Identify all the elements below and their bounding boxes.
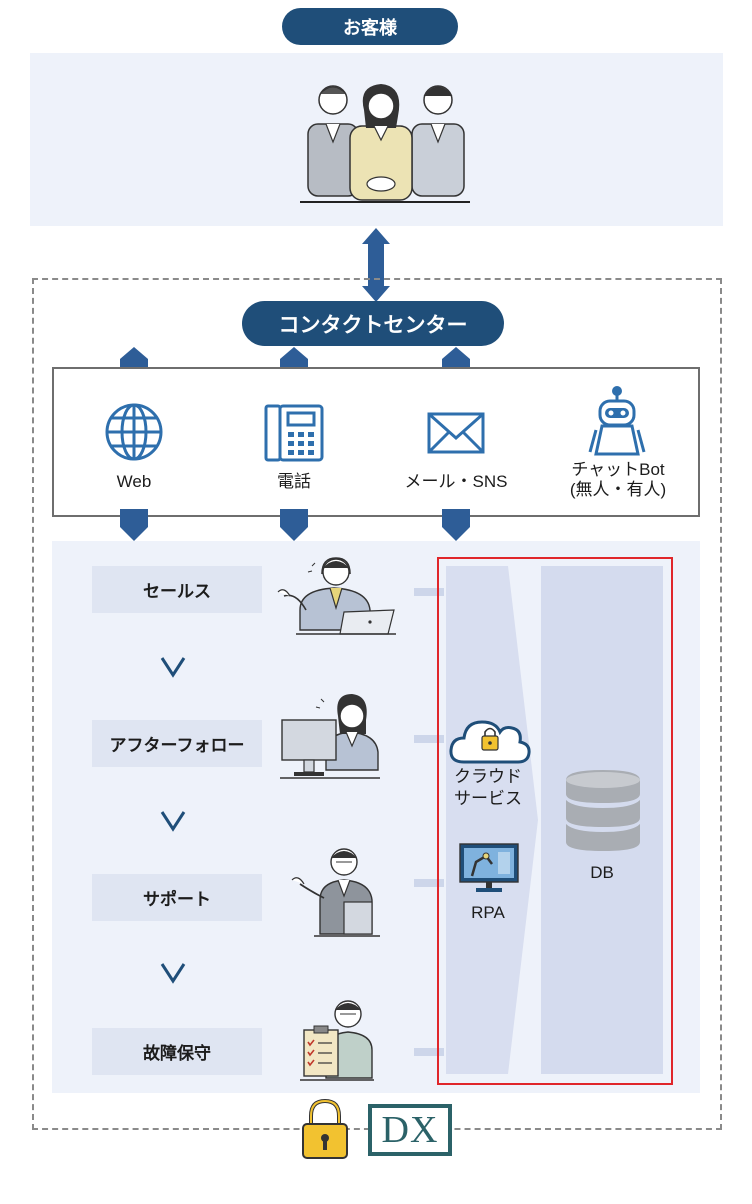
customers-illustration	[300, 84, 470, 203]
robot-icon	[588, 386, 646, 456]
customer-pill: お客様	[282, 8, 458, 45]
db-label: DB	[590, 863, 614, 882]
step-after-follow: アフターフォロー	[92, 720, 262, 767]
channel-label-phone: 電話	[277, 472, 311, 491]
cloud-service-label: クラウド サービス	[440, 766, 536, 810]
customer-label: お客様	[343, 17, 397, 38]
step-support-label: サポート	[143, 890, 211, 909]
phone-down-arrow	[280, 509, 308, 541]
rpa-label: RPA	[471, 903, 505, 922]
mail-down-arrow	[442, 509, 470, 541]
support-staff-icon	[291, 848, 380, 937]
mail-icon	[427, 412, 485, 454]
padlock-icon	[302, 1098, 348, 1159]
step-maintenance-label: 故障保守	[143, 1044, 211, 1063]
web-down-arrow	[120, 509, 148, 541]
channel-label-mail-sns: メール・SNS	[404, 472, 508, 491]
contact-center-label: コンタクトセンター	[278, 313, 468, 337]
globe-icon	[105, 403, 163, 461]
chatbot-label-line1: チャットBot	[571, 460, 665, 479]
operator-desktop-icon	[280, 694, 380, 779]
dx-label: DX	[381, 1109, 439, 1151]
connector-support	[414, 879, 444, 887]
channel-label-chatbot: チャットBot (無人・有人)	[548, 460, 688, 500]
step-maintenance: 故障保守	[92, 1028, 262, 1075]
services-column	[446, 566, 538, 1074]
database-icon	[566, 770, 640, 851]
chevron-down-icon	[160, 811, 186, 832]
cloud-label-line2: サービス	[454, 789, 522, 808]
cloud-label-line1: クラウド	[454, 767, 522, 786]
step-sales-label: セールス	[143, 582, 211, 601]
channel-label-web: Web	[116, 472, 152, 491]
step-support: サポート	[92, 874, 262, 921]
dx-badge: DX	[368, 1104, 452, 1156]
rpa-monitor-icon	[459, 843, 519, 892]
chevron-down-icon	[160, 963, 186, 984]
step-after-follow-label: アフターフォロー	[109, 736, 245, 755]
chevron-down-icon	[160, 657, 186, 678]
it-systems-frame	[437, 557, 673, 1085]
maintenance-staff-icon	[300, 1000, 374, 1081]
customer-connection-arrow	[362, 228, 390, 302]
operator-laptop-icon	[277, 557, 396, 635]
connector-maintenance	[414, 1048, 444, 1056]
step-sales: セールス	[92, 566, 262, 613]
connector-after-follow	[414, 735, 444, 743]
cloud-lock-icon	[449, 720, 531, 764]
contact-center-pill: コンタクトセンター	[242, 301, 504, 346]
phone-icon	[264, 404, 324, 462]
chatbot-label-line2: (無人・有人)	[569, 480, 667, 499]
connector-sales	[414, 588, 444, 596]
